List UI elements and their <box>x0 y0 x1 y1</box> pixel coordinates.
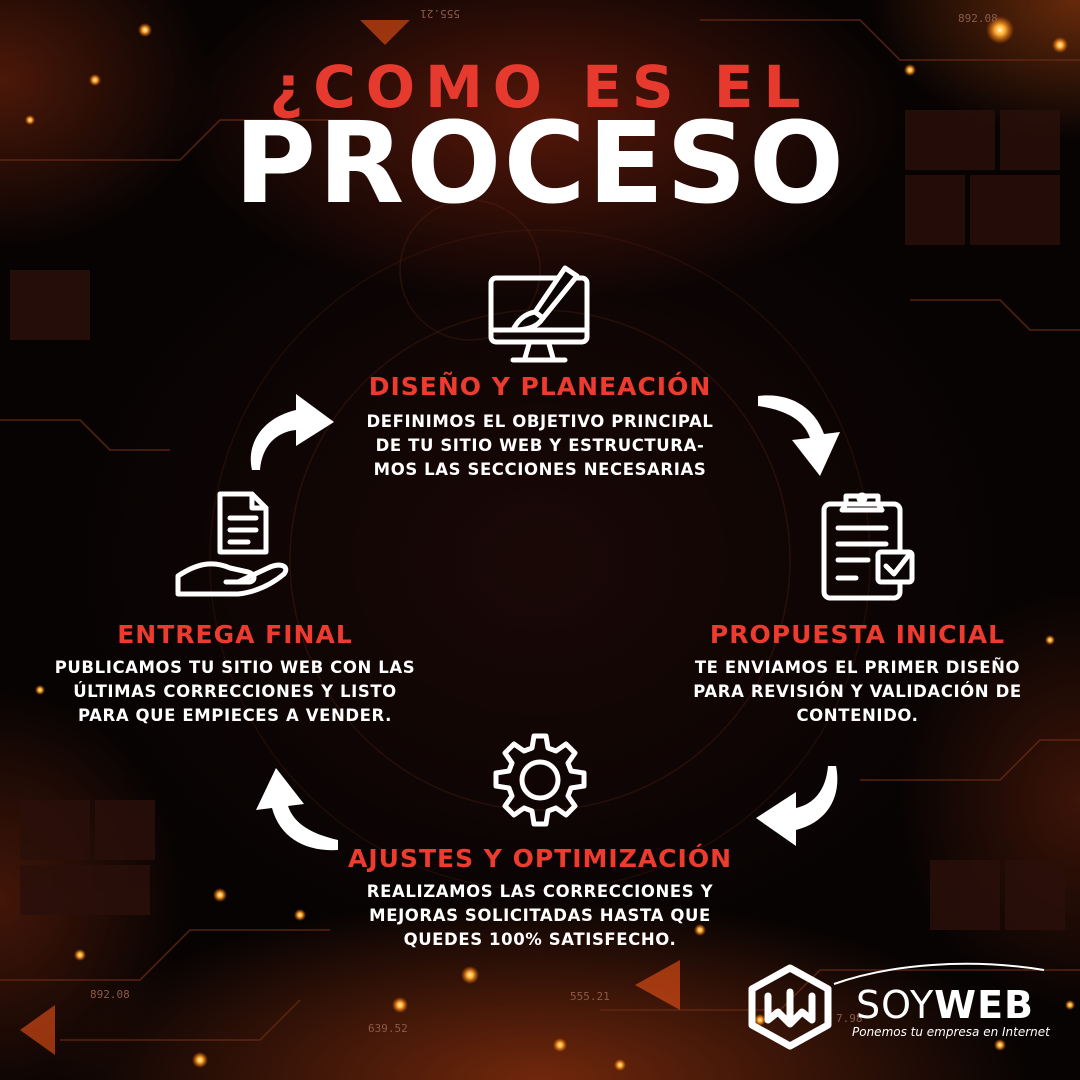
step-2-desc-line: CONTENIDO. <box>796 706 919 725</box>
bg-number: 639.52 <box>368 1022 408 1035</box>
gear-icon <box>493 733 587 827</box>
cycle-arrow-bottom-left-icon <box>256 768 338 851</box>
brand-tagline: Ponemos tu empresa en Internet <box>852 1025 1050 1039</box>
cycle-arrow-top-left-icon <box>250 394 334 470</box>
step-3-desc-line: REALIZAMOS LAS CORRECCIONES Y <box>366 882 714 901</box>
bg-number: 892.08 <box>90 988 130 1001</box>
step-4-description: PUBLICAMOS TU SITIO WEB CON LAS ÚLTIMAS … <box>45 656 425 728</box>
step-1-desc-line: MOS LAS SECCIONES NECESARIAS <box>373 460 707 479</box>
soyweb-logo-icon <box>748 964 832 1050</box>
clipboard-check-icon <box>821 492 915 601</box>
title-top: ¿COMO ES EL <box>269 53 811 121</box>
step-4-desc-line: PARA QUE EMPIECES A VENDER. <box>77 706 393 725</box>
step-3-desc-line: MEJORAS SOLICITADAS HASTA QUE <box>369 906 711 925</box>
monitor-brush-icon <box>488 265 590 363</box>
step-3-description: REALIZAMOS LAS CORRECCIONES Y MEJORAS SO… <box>340 880 740 952</box>
step-1-description: DEFINIMOS EL OBJETIVO PRINCIPAL DE TU SI… <box>340 410 740 482</box>
step-4-desc-line: ÚLTIMAS CORRECCIONES Y LISTO <box>73 682 397 701</box>
brand-name: SOYWEB <box>856 986 1034 1024</box>
hand-document-icon <box>175 491 289 597</box>
step-1-desc-line: DEFINIMOS EL OBJETIVO PRINCIPAL <box>366 412 714 431</box>
step-3-title: AJUSTES Y OPTIMIZACIÓN <box>347 844 732 873</box>
step-4-desc-line: PUBLICAMOS TU SITIO WEB CON LAS <box>54 658 416 677</box>
cycle-arrow-top-right-icon <box>758 395 840 476</box>
bg-number: 555.21 <box>570 990 610 1003</box>
brand-name-light: SOY <box>856 983 935 1027</box>
page-title: PROCESO <box>233 99 847 229</box>
step-3-desc-line: QUEDES 100% SATISFECHO. <box>403 930 677 949</box>
bg-number: 555.21 <box>420 7 460 20</box>
step-2-desc-line: PARA REVISIÓN Y VALIDACIÓN DE <box>693 682 1022 701</box>
step-1-title: DISEÑO Y PLANEACIÓN <box>368 372 712 401</box>
cycle-arrow-bottom-right-icon <box>756 766 838 846</box>
step-2-description: TE ENVIAMOS EL PRIMER DISEÑO PARA REVISI… <box>690 656 1025 728</box>
step-1-desc-line: DE TU SITIO WEB Y ESTRUCTURA- <box>375 436 705 455</box>
step-4-title: ENTREGA FINAL <box>117 620 353 649</box>
bg-number: 892.08 <box>958 12 998 25</box>
logo-swoosh <box>833 962 1045 985</box>
step-2-title: PROPUESTA INICIAL <box>709 620 1006 649</box>
brand-name-bold: WEB <box>934 983 1035 1027</box>
bg-number: 7.98 <box>836 1012 863 1025</box>
step-2-desc-line: TE ENVIAMOS EL PRIMER DISEÑO <box>694 658 1021 677</box>
